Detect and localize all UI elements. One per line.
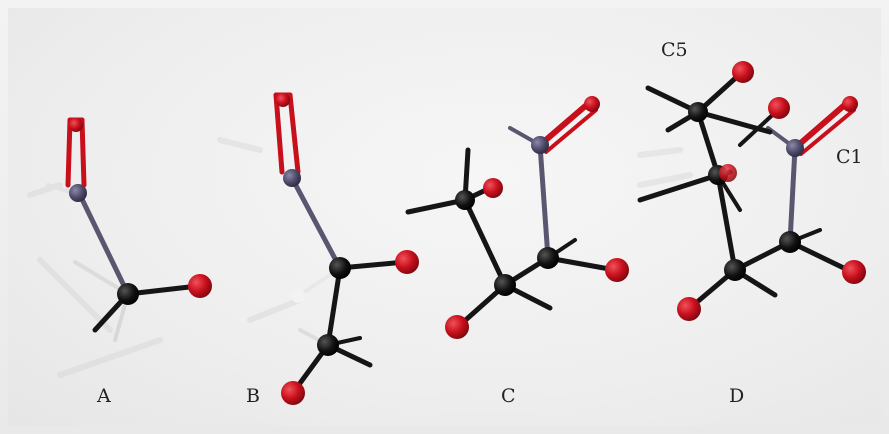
model-label-d: D bbox=[729, 385, 745, 407]
model-b bbox=[273, 92, 419, 405]
atom-label-c5: C5 bbox=[661, 39, 688, 61]
model-d bbox=[637, 61, 866, 321]
model-a bbox=[46, 117, 212, 342]
atom-label-c1: C1 bbox=[836, 146, 863, 168]
model-shadows bbox=[27, 137, 693, 378]
model-c bbox=[405, 96, 629, 339]
model-label-a: A bbox=[97, 385, 111, 407]
model-label-b: B bbox=[246, 385, 260, 407]
model-label-c: C bbox=[501, 385, 516, 407]
